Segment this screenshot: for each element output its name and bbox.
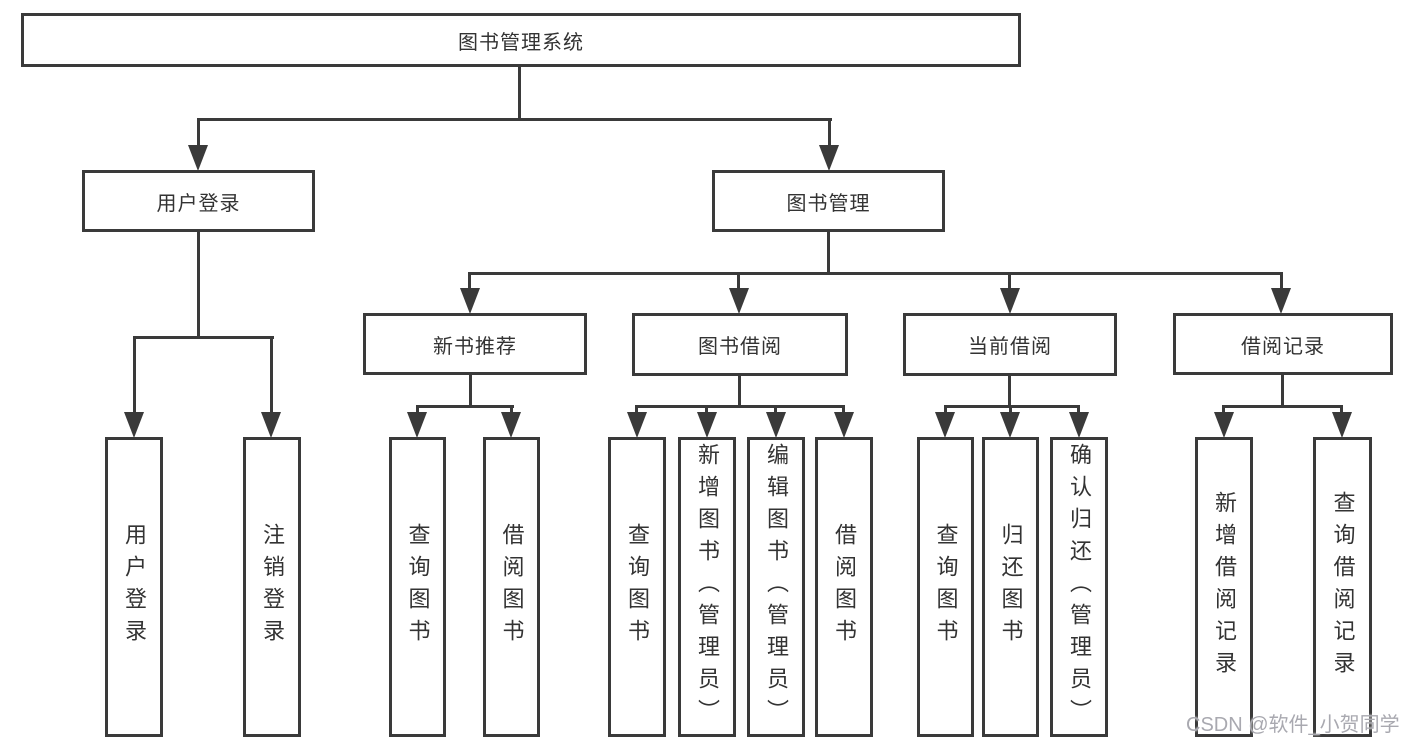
leaf-borrow-books-recommend: 借阅图书 [483,437,540,737]
leaf-query-books-borrowing: 查询图书 [608,437,666,737]
connector-vline [133,336,136,414]
watermark: CSDN @软件_小贺同学 [1186,714,1400,736]
leaf-confirm-return-admin: 确认归还（管理员） [1050,437,1108,737]
connector-vline [1280,272,1283,290]
leaf-label: 查询图书 [625,523,650,651]
connector-vline [842,405,845,415]
node-book-borrowing: 图书借阅 [632,313,848,376]
arrowhead-down-icon [819,145,839,171]
connector-vline [510,405,513,415]
arrowhead-down-icon [501,412,521,438]
leaf-label: 编辑图书（管理员） [764,443,789,731]
arrowhead-down-icon [627,412,647,438]
connector-vline [774,405,777,415]
arrowhead-down-icon [1214,412,1234,438]
connector-hline [133,336,274,339]
arrowhead-down-icon [766,412,786,438]
connector-vline [635,405,638,415]
leaf-label: 归还图书 [998,523,1024,651]
leaf-add-book-admin: 新增图书（管理员） [678,437,736,737]
node-borrowing-records: 借阅记录 [1173,313,1393,375]
leaf-label: 查询图书 [933,523,959,651]
node-label: 借阅记录 [1241,335,1325,358]
connector-hline [1222,405,1343,408]
leaf-user-login: 用户登录 [105,437,163,737]
connector-vline [737,272,740,290]
arrowhead-down-icon [729,288,749,314]
node-label: 图书借阅 [698,336,782,358]
connector-hline [944,405,1080,408]
arrowhead-down-icon [935,412,955,438]
arrowhead-down-icon [1000,288,1020,314]
connector-vline [468,272,471,290]
leaf-label: 借阅图书 [499,523,525,651]
connector-vline [1340,405,1343,415]
leaf-label: 新增借阅记录 [1212,491,1237,683]
node-user-login: 用户登录 [82,170,315,232]
leaf-label: 用户登录 [122,523,147,651]
connector-hline [468,272,1283,275]
node-label: 图书管理系统 [458,31,584,54]
arrowhead-down-icon [834,412,854,438]
connector-vline [1281,375,1284,407]
node-label: 当前借阅 [968,336,1052,358]
connector-vline [1008,376,1011,407]
connector-vline [827,232,830,275]
connector-vline [270,336,273,414]
leaf-add-borrow-record: 新增借阅记录 [1195,437,1253,737]
arrowhead-down-icon [124,412,144,438]
arrowhead-down-icon [460,288,480,314]
connector-hline [197,118,832,121]
leaf-label: 查询图书 [405,523,431,651]
arrowhead-down-icon [697,412,717,438]
connector-vline [1008,272,1011,290]
connector-vline [738,376,741,407]
leaf-edit-book-admin: 编辑图书（管理员） [747,437,805,737]
leaf-label: 新增图书（管理员） [695,443,720,731]
connector-vline [705,405,708,415]
connector-vline [1077,405,1080,415]
node-label: 新书推荐 [433,335,517,358]
connector-vline [1009,405,1012,415]
node-library-management-system: 图书管理系统 [21,13,1021,67]
node-label: 图书管理 [786,192,871,215]
leaf-return-books: 归还图书 [982,437,1039,737]
leaf-label: 注销登录 [260,523,285,651]
arrowhead-down-icon [1271,288,1291,314]
leaf-label: 确认归还（管理员） [1067,443,1092,731]
leaf-label: 借阅图书 [832,523,857,651]
connector-vline [416,405,419,415]
node-book-management: 图书管理 [712,170,945,232]
leaf-logout: 注销登录 [243,437,301,737]
leaf-label: 查询借阅记录 [1330,491,1356,683]
leaf-query-borrow-record: 查询借阅记录 [1313,437,1372,737]
node-new-book-recommendation: 新书推荐 [363,313,587,375]
connector-vline [1222,405,1225,415]
connector-hline [416,405,514,408]
arrowhead-down-icon [188,145,208,171]
connector-vline [518,64,521,120]
leaf-query-books-recommend: 查询图书 [389,437,446,737]
arrowhead-down-icon [1332,412,1352,438]
connector-vline [197,232,200,339]
arrowhead-down-icon [1000,412,1020,438]
node-label: 用户登录 [156,192,241,215]
connector-vline [828,118,831,147]
connector-vline [944,405,947,415]
arrowhead-down-icon [1069,412,1089,438]
arrowhead-down-icon [407,412,427,438]
connector-vline [197,118,200,147]
arrowhead-down-icon [261,412,281,438]
node-current-borrowing: 当前借阅 [903,313,1117,376]
leaf-borrow-books-borrowing: 借阅图书 [815,437,873,737]
connector-hline [635,405,845,408]
leaf-query-books-current: 查询图书 [917,437,974,737]
connector-vline [469,375,472,408]
